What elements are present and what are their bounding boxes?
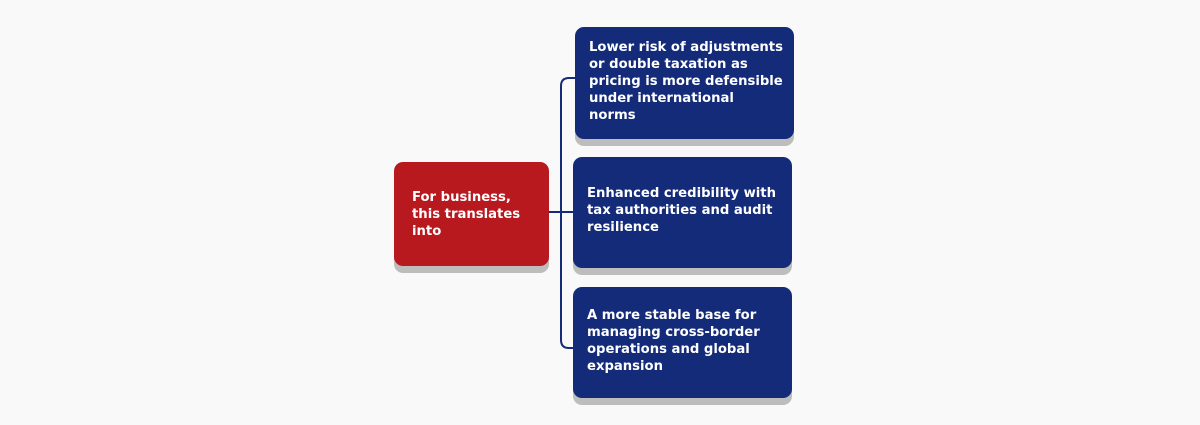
root-node-label: For business, this translates into [412, 189, 521, 239]
child-node-label: Lower risk of adjustments or double taxa… [589, 40, 783, 123]
child-node-credibility: Enhanced credibility with tax authoritie… [573, 157, 792, 268]
child-node-label: Enhanced credibility with tax authoritie… [587, 186, 776, 235]
child-node-label: A more stable base for managing cross-bo… [587, 308, 760, 374]
root-node: For business, this translates into [394, 162, 549, 266]
child-node-lower-risk: Lower risk of adjustments or double taxa… [575, 27, 794, 139]
child-node-stable-base: A more stable base for managing cross-bo… [573, 287, 792, 398]
